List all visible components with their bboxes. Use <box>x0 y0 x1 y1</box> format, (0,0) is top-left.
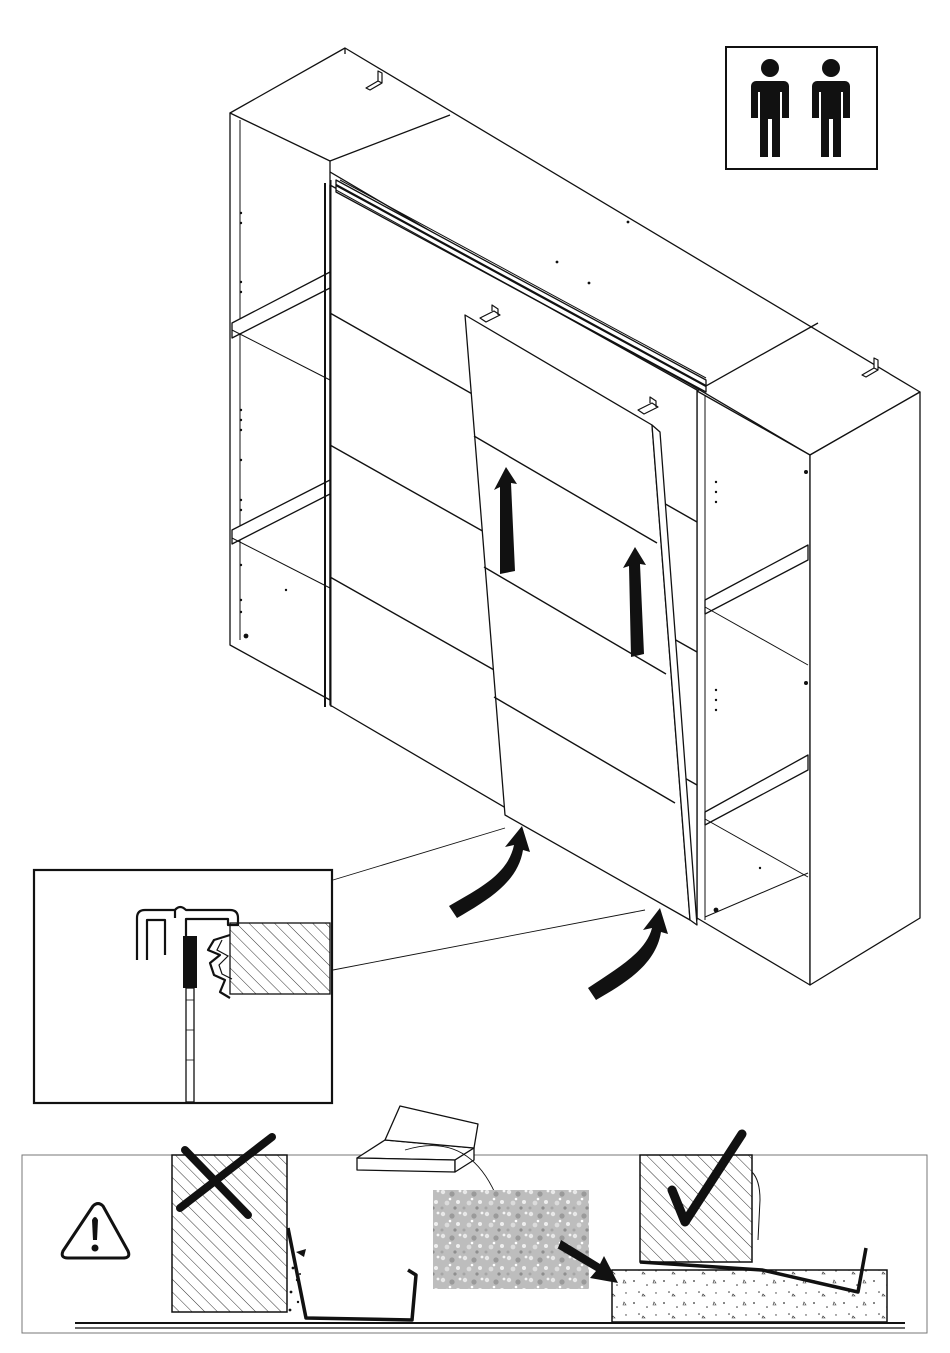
floor-comparison-panel <box>22 1106 927 1333</box>
left-cabinet-face <box>230 113 330 700</box>
right-cabinet-side <box>810 392 920 985</box>
door-cross-section <box>230 923 330 994</box>
bottom-guide-detail <box>34 870 332 1103</box>
guide-pin <box>183 936 197 988</box>
debris-patch <box>433 1190 589 1289</box>
curved-arrow-icon <box>449 826 530 918</box>
wardrobe <box>230 48 920 985</box>
curved-arrow-icon <box>588 908 668 1000</box>
two-person-badge <box>726 47 877 169</box>
